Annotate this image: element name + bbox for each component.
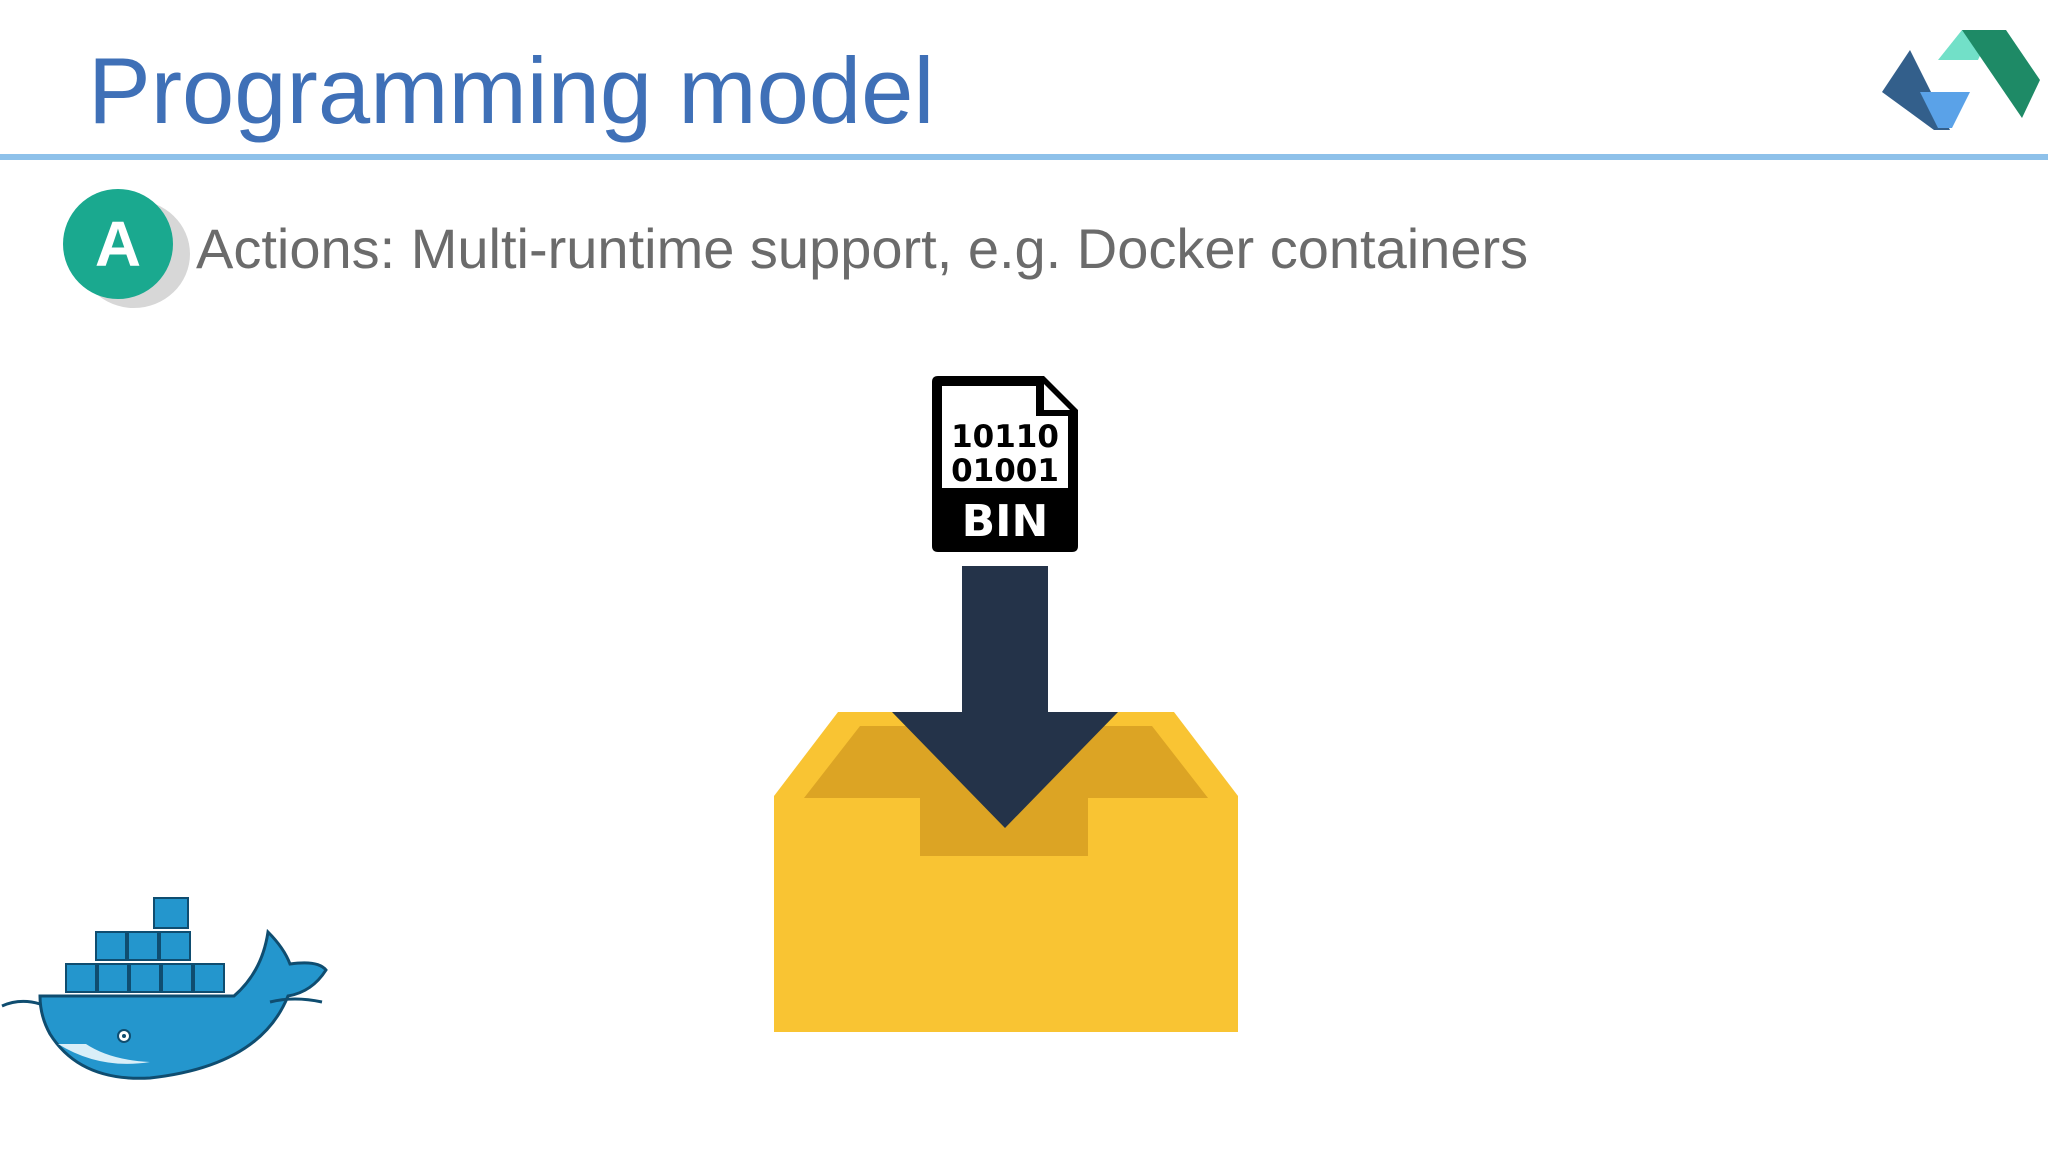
down-arrow-icon (892, 566, 1118, 828)
page-title: Programming model (88, 38, 935, 143)
bullet-text: Actions: Multi-runtime support, e.g. Doc… (196, 217, 1529, 280)
binary-label: BIN (961, 496, 1049, 547)
badge-letter: A (95, 208, 141, 280)
docker-whale-icon (1, 897, 328, 1080)
title-divider (0, 154, 2048, 160)
bullet-badge-icon: A (63, 189, 190, 308)
binary-file-icon: 10110 01001 BIN (932, 376, 1078, 552)
open-box-icon (774, 566, 1238, 1032)
binary-line-2: 01001 (951, 453, 1059, 489)
openwhisk-logo-icon (1882, 30, 2040, 130)
binary-line-1: 10110 (951, 419, 1059, 455)
